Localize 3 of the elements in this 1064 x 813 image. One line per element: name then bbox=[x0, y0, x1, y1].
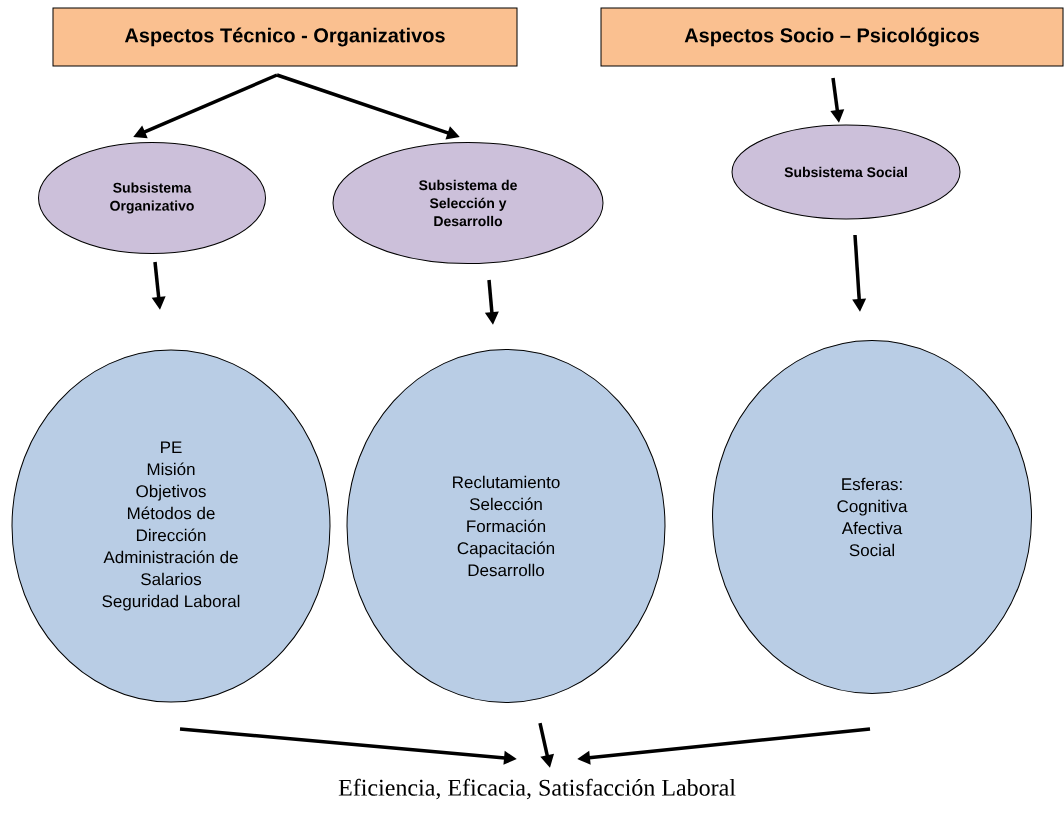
aspect-box: Aspectos Técnico - Organizativos bbox=[52, 7, 518, 67]
result-text: Eficiencia, Eficacia, Satisfacción Laboral bbox=[338, 778, 736, 800]
aspect-box: Aspectos Socio – Psicológicos bbox=[600, 7, 1064, 67]
